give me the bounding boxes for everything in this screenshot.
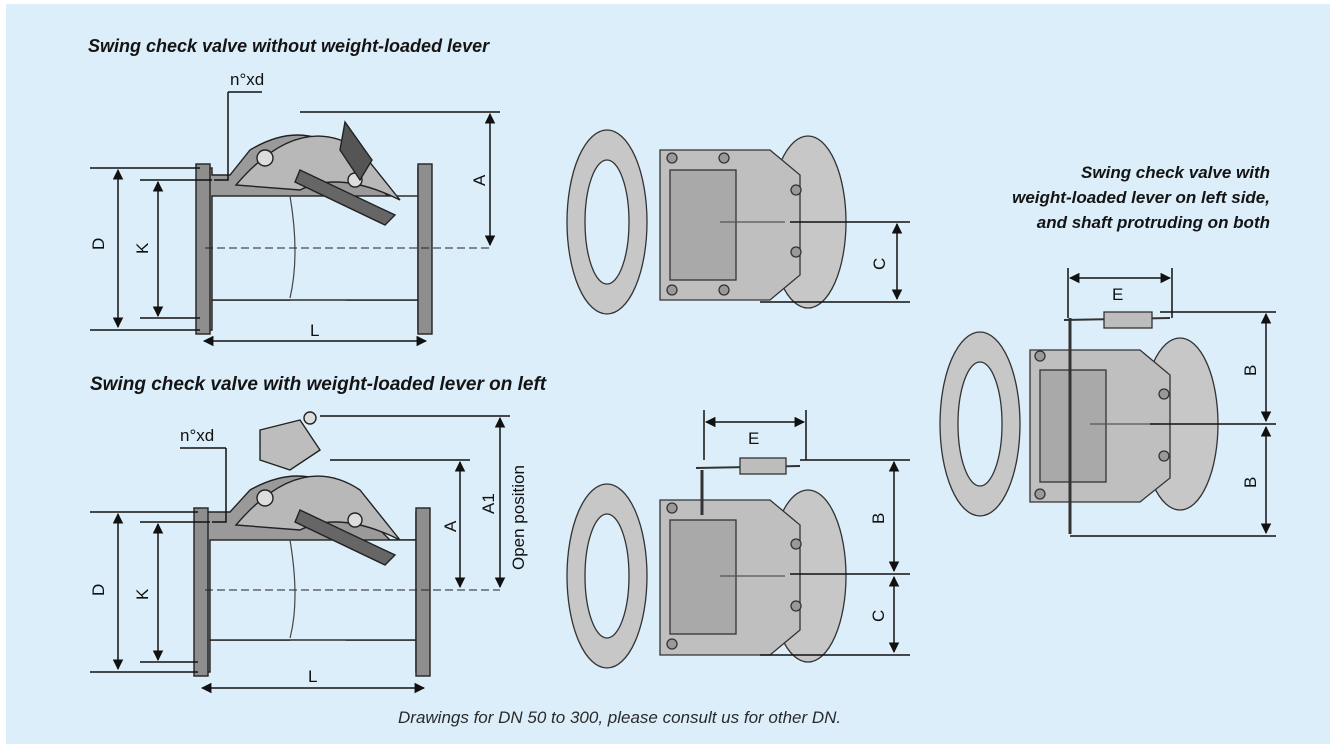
lever-pivot-bottom [303,411,317,425]
bolt-3-bottom [790,600,802,612]
dims-top-middle: C [760,221,910,303]
dims-bottom-left: n°xd D K L A A1 Open position [89,415,528,694]
plan-view-right [939,311,1219,534]
bolt-4-bottom [666,638,678,650]
bolt-2-bottom [790,538,802,550]
label-L-bottom: L [308,667,317,686]
label-nxd-bottom: n°xd [180,426,214,445]
label-B-bottom: B [869,513,888,524]
bolt-5-top [718,152,730,164]
hinge-pin-bottom [256,489,274,507]
label-D-bottom: D [89,584,108,596]
label-K-top: K [133,242,152,254]
bore-plan-top [584,159,630,285]
lever-weight-plan-right [1103,311,1153,329]
label-K-bottom: K [133,588,152,600]
lever-weight-bottom [259,419,321,471]
title-right-line3: and shaft protruding on both [1036,213,1270,232]
bolt-2-top [790,184,802,196]
left-flange-bottom [193,507,209,677]
dims-bottom-middle: E B C [703,410,910,656]
footer-note: Drawings for DN 50 to 300, please consul… [398,708,842,727]
bolt-1-top [666,152,678,164]
label-A1-bottom: A1 [479,493,498,514]
title-bottom-left: Swing check valve with weight-loaded lev… [90,374,547,395]
bolt-3-top [790,246,802,258]
plan-view-bottom [566,457,847,669]
label-nxd-top: n°xd [230,70,264,89]
bolt-4-right [1034,488,1046,500]
disc-nut-bottom [347,512,363,528]
bolt-4-top [666,284,678,296]
bolt-3-right [1158,450,1170,462]
bore-plan-bottom [584,513,630,639]
label-B-right-upper: B [1241,365,1260,376]
label-C-bottom: C [869,610,888,622]
disc-arc-bottom [289,539,296,639]
label-C-top: C [870,258,889,270]
bolt-6-top [718,284,730,296]
label-L-top: L [310,321,319,340]
disc-arc-top [289,195,296,299]
disc-top [294,169,397,226]
label-E-bottom: E [748,429,759,448]
hinge-plan-right [1039,369,1107,483]
bolt-1-bottom [666,502,678,514]
label-E-right: E [1112,285,1123,304]
label-A-top: A [470,174,489,186]
lever-weight-plan-bottom [739,457,787,475]
label-B-right-lower: B [1241,477,1260,488]
label-A-bottom: A [441,520,460,532]
bolt-2-right [1158,388,1170,400]
right-flange-top [417,163,433,335]
leader-nxd-top [214,92,229,181]
title-right-line1: Swing check valve with [1081,163,1270,182]
cover-top [339,120,373,182]
left-flange-top [195,163,211,335]
plan-view-top [566,129,847,315]
disc-bottom [294,509,397,566]
bolt-1-right [1034,350,1046,362]
leader-nxd-bottom [212,448,227,523]
title-top-left: Swing check valve without weight-loaded … [88,36,490,56]
title-right: Swing check valve with weight-loaded lev… [1012,160,1270,235]
hinge-plan-top [669,169,737,281]
hinge-plan-bottom [669,519,737,635]
hinge-pin-top [256,149,274,167]
side-view-bottom [193,411,500,677]
label-D-top: D [89,238,108,250]
right-flange-bottom [415,507,431,677]
title-right-line2: weight-loaded lever on left side, [1012,188,1270,207]
label-open-position: Open position [509,465,528,570]
dims-top-left: n°xd D K L A [89,70,500,347]
dims-right: E B B [1067,268,1276,537]
bore-plan-right [957,361,1003,487]
side-view-top [195,120,490,335]
